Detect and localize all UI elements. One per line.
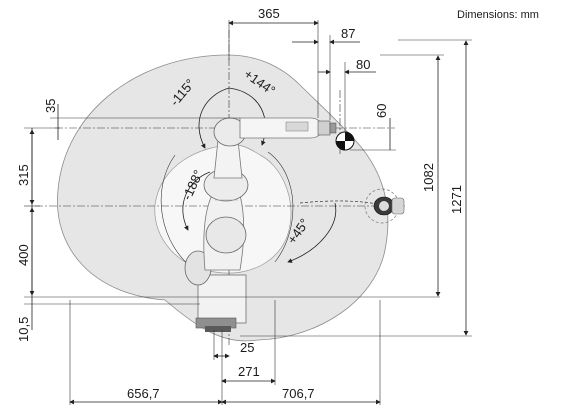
arc-minus-188 [182, 171, 211, 231]
dim-35-label: 35 [43, 99, 58, 113]
dim-60-label: 60 [374, 104, 389, 118]
dim-271-label: 271 [238, 364, 260, 379]
dim-1271-label: 1271 [449, 185, 464, 214]
dim-80-label: 80 [356, 57, 370, 72]
dim-365-label: 365 [258, 6, 280, 21]
inner-curve-left [160, 154, 196, 271]
arc-minus-115 [198, 87, 230, 149]
dim-7067-label: 706,7 [282, 386, 315, 401]
tcp-symbol [335, 131, 355, 151]
arc-plus-45 [287, 202, 337, 263]
units-note: Dimensions: mm [457, 9, 539, 21]
dim-25-label: 25 [240, 340, 254, 355]
dim-400-label: 400 [16, 244, 31, 266]
inner-curve-right [267, 151, 294, 263]
dim-6567-label: 656,7 [127, 386, 160, 401]
robot-lower-arm [203, 168, 249, 271]
dim-105-label: 10,5 [16, 317, 31, 342]
dim-1082-label: 1082 [421, 163, 436, 192]
wrist-at-reach [373, 196, 405, 216]
dim-87-label: 87 [341, 26, 355, 41]
robot-upper-arm [213, 117, 337, 179]
dim-315-label: 315 [16, 164, 31, 186]
